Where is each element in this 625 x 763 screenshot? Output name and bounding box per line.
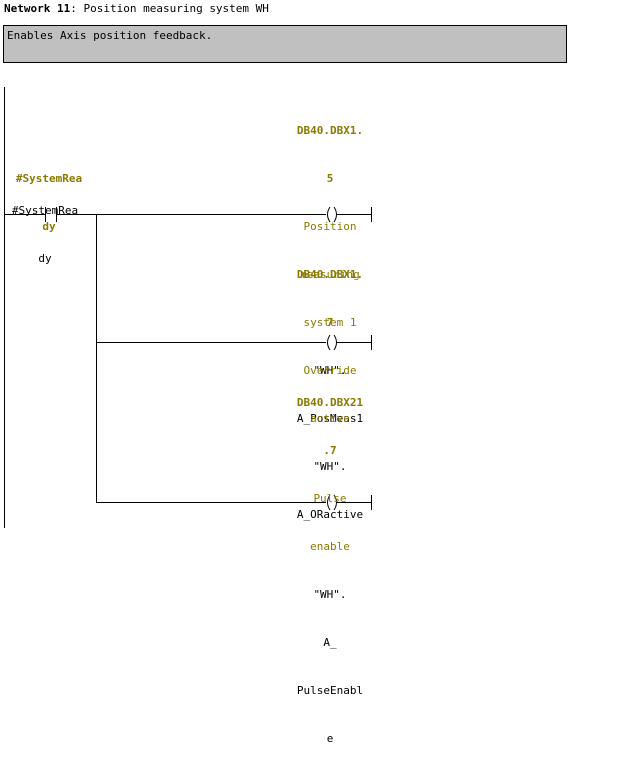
- coil-comment-line: Position: [303, 220, 357, 233]
- network-separator: :: [70, 2, 77, 15]
- contact-operand[interactable]: #SystemRea dy: [4, 139, 94, 251]
- contact-operand-line: #SystemRea: [15, 172, 83, 185]
- coil-symbol-line: A_ORactive: [296, 508, 364, 521]
- coil-address-line: DB40.DBX21: [296, 396, 364, 409]
- coil-symbol-line: A_: [323, 636, 337, 649]
- coil-address-line: DB40.DBX1.: [296, 124, 364, 137]
- coil-symbol-line: A_PosMeas1: [296, 412, 364, 425]
- contact-symbol-line: #SystemRea: [11, 204, 79, 217]
- coil-1-labels[interactable]: DB40.DBX1. 5 Position measuring system 1…: [280, 91, 380, 443]
- coil-comment-line: Pulse: [313, 492, 347, 505]
- coil-comment-line: system 1: [303, 316, 357, 329]
- coil-address-line: .7: [323, 444, 337, 457]
- coil-comment-line: active: [310, 412, 350, 425]
- network-title: Network 11: Position measuring system WH: [4, 2, 269, 16]
- network-comment[interactable]: Enables Axis position feedback.: [3, 25, 567, 63]
- coil-address-line: 5: [326, 172, 334, 185]
- coil-address-line: 7: [326, 316, 334, 329]
- network-title-text: Position measuring system WH: [83, 2, 269, 15]
- coil-comment-line: enable: [310, 540, 350, 553]
- coil-comment-line: Override: [303, 364, 357, 377]
- coil-symbol-line: "WH".: [313, 364, 347, 377]
- network-label: Network 11: [4, 2, 71, 15]
- coil-address-line: DB40.DBX1.: [296, 268, 364, 281]
- contact-symbol-line: dy: [38, 252, 52, 265]
- ladder-diagram: [4, 87, 372, 528]
- coil-symbol-line: e: [326, 732, 334, 745]
- coil-3-labels[interactable]: DB40.DBX21 .7 Pulse enable "WH". A_ Puls…: [280, 363, 380, 763]
- contact-symbol: #SystemRea dy: [0, 171, 90, 283]
- coil-symbol-line: PulseEnabl: [296, 684, 364, 697]
- coil-symbol-line: "WH".: [313, 588, 347, 601]
- coil-symbol-line: "WH".: [313, 460, 347, 473]
- coil-2-labels[interactable]: DB40.DBX1. 7 Override active "WH". A_ORa…: [280, 235, 380, 539]
- contact-operand-line: dy: [42, 220, 56, 233]
- coil-comment-line: measuring: [300, 268, 360, 281]
